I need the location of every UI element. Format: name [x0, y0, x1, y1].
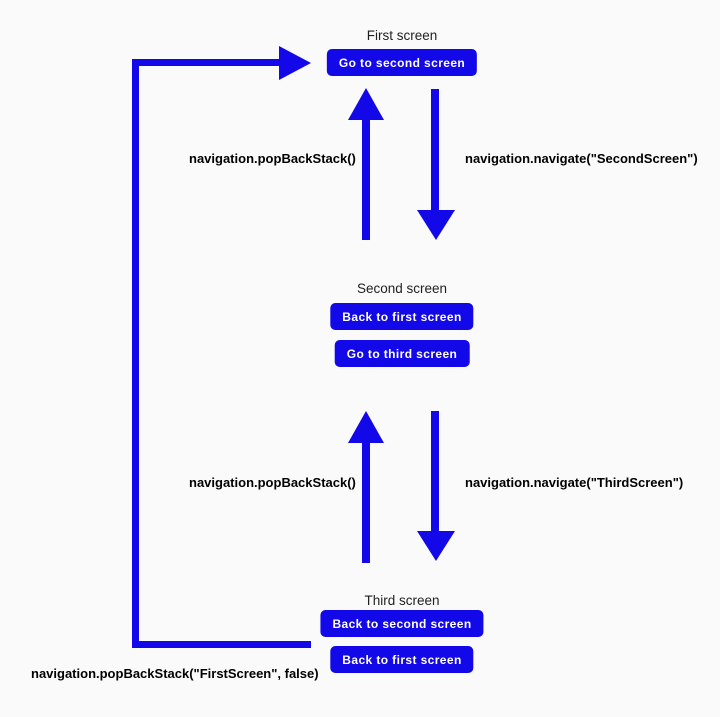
code-label-pop-back-mid: navigation.popBackStack() — [189, 475, 356, 490]
back-to-second-screen-button[interactable]: Back to second screen — [320, 610, 484, 637]
code-label-navigate-third: navigation.navigate("ThirdScreen") — [465, 475, 684, 490]
arrow-shaft — [431, 89, 439, 212]
loop-arrow-top-segment — [132, 59, 279, 66]
back-to-first-screen-bottom-button[interactable]: Back to first screen — [330, 646, 474, 673]
down-arrow-icon — [417, 531, 455, 561]
down-arrow-icon — [417, 210, 455, 240]
code-label-pop-back-to-first: navigation.popBackStack("FirstScreen", f… — [31, 666, 319, 681]
code-label-pop-back-top: navigation.popBackStack() — [189, 151, 356, 166]
right-arrow-icon — [279, 46, 311, 80]
arrow-shaft — [362, 118, 370, 240]
code-label-navigate-second: navigation.navigate("SecondScreen") — [465, 151, 698, 166]
back-to-first-screen-button[interactable]: Back to first screen — [330, 303, 474, 330]
arrow-shaft — [431, 411, 439, 533]
loop-arrow-vertical-segment — [132, 59, 139, 648]
arrow-shaft — [362, 441, 370, 563]
second-screen-title: Second screen — [356, 281, 448, 296]
loop-arrow-bottom-segment — [132, 641, 311, 648]
up-arrow-icon — [348, 411, 384, 443]
third-screen-title: Third screen — [364, 593, 440, 608]
go-to-second-screen-button[interactable]: Go to second screen — [326, 49, 478, 76]
first-screen-title: First screen — [366, 28, 438, 43]
up-arrow-icon — [348, 88, 384, 120]
go-to-third-screen-button[interactable]: Go to third screen — [334, 340, 470, 367]
